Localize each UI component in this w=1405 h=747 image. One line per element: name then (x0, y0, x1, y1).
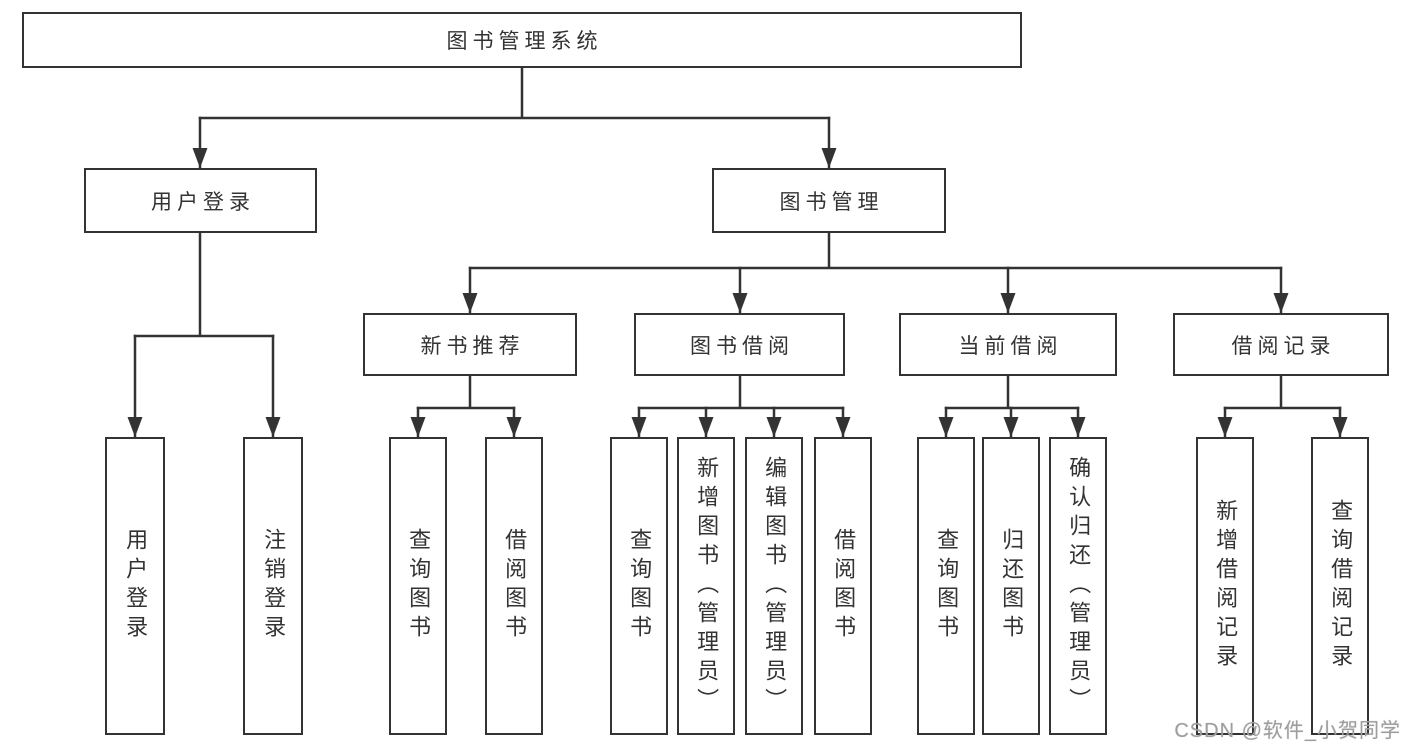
leaf-logout: 注销登录 (243, 437, 303, 735)
leaf-query-books-borrow-label: 查询图书 (627, 528, 653, 644)
leaf-borrow-books-recommend: 借阅图书 (485, 437, 543, 735)
node-user-login-label: 用户登录 (151, 190, 255, 214)
csdn-watermark: CSDN @软件_小贺同学 (1174, 720, 1401, 742)
leaf-add-books-admin: 新增图书（管理员） (677, 437, 735, 735)
leaf-user-login-label: 用户登录 (123, 528, 149, 644)
node-library-management-system-label: 图书管理系统 (446, 30, 603, 53)
node-book-borrowing-label: 图书借阅 (690, 334, 794, 358)
leaf-add-books-admin-label: 新增图书（管理员） (694, 455, 720, 717)
leaf-borrow-books-recommend-label: 借阅图书 (502, 528, 528, 644)
node-borrowing-records: 借阅记录 (1173, 313, 1389, 376)
leaf-query-books-recommend-label: 查询图书 (406, 528, 432, 644)
connector-user-login-branch (127, 231, 281, 439)
connector-current-borrow-branch (938, 374, 1086, 439)
leaf-borrow-books-label: 借阅图书 (831, 528, 857, 644)
node-user-login: 用户登录 (84, 168, 317, 233)
connector-book-management-branch (462, 231, 1289, 315)
leaf-add-borrow-record-label: 新增借阅记录 (1213, 499, 1239, 673)
leaf-query-books-borrow: 查询图书 (610, 437, 668, 735)
leaf-borrow-books: 借阅图书 (814, 437, 872, 735)
leaf-query-books-current: 查询图书 (917, 437, 975, 735)
node-current-borrowing: 当前借阅 (899, 313, 1117, 376)
leaf-edit-books-admin: 编辑图书（管理员） (745, 437, 803, 735)
leaf-query-borrow-record: 查询借阅记录 (1311, 437, 1369, 735)
leaf-edit-books-admin-label: 编辑图书（管理员） (762, 455, 788, 717)
node-book-management-label: 图书管理 (779, 190, 884, 214)
node-library-management-system: 图书管理系统 (22, 12, 1022, 68)
node-book-management: 图书管理 (712, 168, 946, 233)
leaf-query-books-recommend: 查询图书 (389, 437, 447, 735)
leaf-confirm-return-admin: 确认归还（管理员） (1049, 437, 1107, 735)
node-borrowing-records-label: 借阅记录 (1231, 334, 1336, 358)
leaf-return-books-label: 归还图书 (999, 528, 1025, 644)
node-book-borrowing: 图书借阅 (634, 313, 845, 376)
leaf-add-borrow-record: 新增借阅记录 (1196, 437, 1254, 735)
node-new-book-recommendation-label: 新书推荐 (420, 334, 525, 358)
leaf-user-login: 用户登录 (105, 437, 165, 735)
leaf-confirm-return-admin-label: 确认归还（管理员） (1066, 455, 1092, 717)
node-new-book-recommendation: 新书推荐 (363, 313, 577, 376)
connector-root-to-level2 (192, 66, 837, 170)
leaf-query-books-current-label: 查询图书 (934, 528, 960, 644)
leaf-query-borrow-record-label: 查询借阅记录 (1328, 499, 1354, 673)
connector-book-borrow-branch (631, 374, 851, 439)
node-current-borrowing-label: 当前借阅 (958, 334, 1063, 358)
leaf-logout-label: 注销登录 (261, 528, 287, 644)
leaf-return-books: 归还图书 (982, 437, 1040, 735)
connector-borrow-records-branch (1217, 374, 1348, 439)
connector-new-book-branch (410, 374, 522, 439)
